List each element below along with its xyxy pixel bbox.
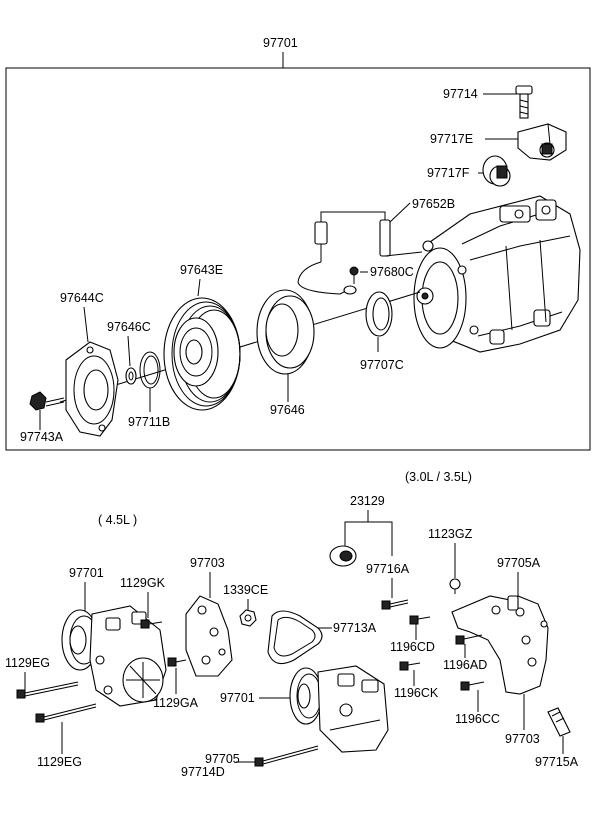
label-97705A: 97705A xyxy=(497,556,541,570)
label-23129: 23129 xyxy=(350,494,385,508)
bracket-left-icon xyxy=(185,595,233,677)
label-97714D: 97714D xyxy=(181,765,225,779)
label-97711B: 97711B xyxy=(128,415,170,429)
variant-label-3-0l-3-5l: (3.0L / 3.5L) xyxy=(405,470,472,484)
label-97717E: 97717E xyxy=(430,132,473,146)
label-97717F: 97717F xyxy=(427,166,470,180)
bolt-1123GZ-icon xyxy=(449,578,461,594)
bolt-97743A-icon xyxy=(29,391,65,411)
compressor-right-icon xyxy=(289,665,389,753)
assembly-frame xyxy=(5,67,591,451)
label-97715A: 97715A xyxy=(535,755,579,769)
sensor-97717F-icon xyxy=(482,155,511,187)
screw-97680C-icon xyxy=(349,266,359,284)
variant-label-4-5l: ( 4.5L ) xyxy=(98,513,137,527)
bolt-1196AD-icon xyxy=(455,634,483,645)
plate-97644C-icon xyxy=(65,341,119,437)
label-1196CK: 1196CK xyxy=(394,686,439,700)
label-1339CE: 1339CE xyxy=(223,583,268,597)
label-1196AD: 1196AD xyxy=(443,658,487,672)
label-97701-right: 97701 xyxy=(220,691,255,705)
compressor-left-icon xyxy=(61,605,167,707)
stud-97715A-icon xyxy=(547,707,571,737)
label-97705-bottom: 97705 xyxy=(205,752,240,766)
label-1129EG-top: 1129EG xyxy=(5,656,50,670)
bolt-1129GK-icon xyxy=(140,619,163,629)
compressor-main-icon xyxy=(413,195,581,353)
bolt-1196CD-icon xyxy=(409,615,431,625)
belt-97713A-icon xyxy=(267,610,323,665)
label-97713A: 97713A xyxy=(333,621,377,635)
bolt-1196CK-icon xyxy=(399,661,421,671)
bolt-1129GA-icon xyxy=(167,657,187,667)
label-97646: 97646 xyxy=(270,403,305,417)
snap-ring-97711B-icon xyxy=(139,351,161,389)
label-1129EG-bottom: 1129EG xyxy=(37,755,82,769)
label-1129GK: 1129GK xyxy=(120,576,166,590)
bolt-1129EG-bottom-icon xyxy=(35,703,97,723)
bolt-97716A-icon xyxy=(381,599,409,610)
label-1123GZ: 1123GZ xyxy=(428,527,473,541)
nut-1339CE-icon xyxy=(239,609,257,627)
label-97680C: 97680C xyxy=(370,265,414,279)
label-97703-right: 97703 xyxy=(505,732,540,746)
label-97646C: 97646C xyxy=(107,320,151,334)
label-97716A: 97716A xyxy=(366,562,410,576)
label-97643E: 97643E xyxy=(180,263,223,277)
switch-97717E-icon xyxy=(517,123,567,161)
bracket-right-icon xyxy=(451,595,549,695)
bolt-1129EG-top-icon xyxy=(16,681,79,699)
label-97652B: 97652B xyxy=(412,197,455,211)
label-1196CC: 1196CC xyxy=(455,712,500,726)
label-97644C: 97644C xyxy=(60,291,104,305)
label-1129GA: 1129GA xyxy=(153,696,199,710)
ring-97707C-icon xyxy=(365,291,393,337)
bolt-1196CC-icon xyxy=(460,681,485,691)
pulley-97643E-icon xyxy=(163,297,241,411)
wire-bracket-icon xyxy=(297,211,423,295)
shim-97646C-icon xyxy=(125,367,137,385)
label-97743A: 97743A xyxy=(20,430,64,444)
washer-23129-icon xyxy=(329,545,357,567)
label-97701-left: 97701 xyxy=(69,566,104,580)
label-97714: 97714 xyxy=(443,87,478,101)
bolt-97714-icon xyxy=(515,85,533,119)
coil-97646-icon xyxy=(256,289,315,375)
label-97701-top: 97701 xyxy=(263,36,298,50)
long-bolt-97705-icon xyxy=(254,745,319,767)
label-97703-left: 97703 xyxy=(190,556,225,570)
label-1196CD: 1196CD xyxy=(390,640,435,654)
label-97707C: 97707C xyxy=(360,358,404,372)
